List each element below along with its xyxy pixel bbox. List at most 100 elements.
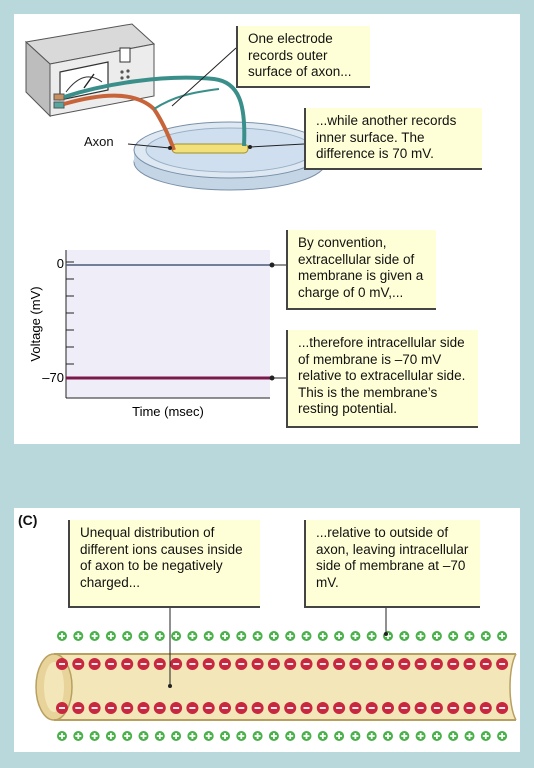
callout-relative-text: ...relative to outside of axon, leaving … [316,525,469,590]
positive-ion [89,631,100,641]
negative-ion [382,658,394,670]
positive-ion [285,631,296,641]
negative-ion [202,702,215,714]
positive-ion [252,731,263,741]
negative-ion [463,658,476,670]
intracellular-negative-ions-top [56,658,509,670]
positive-ion [220,731,230,741]
axon-diagram [35,608,517,741]
negative-ion [284,702,297,714]
negative-ion [300,658,313,670]
positive-ion [383,631,393,641]
intracellular-negative-ions-bottom [56,702,509,714]
outer-electrode-wire [63,75,247,147]
x-axis-label: Time (msec) [132,404,204,419]
voltage-graph: 0 –70 Voltage (mV) Time (msec) [28,250,286,419]
negative-ion [333,658,346,670]
positive-ion [415,731,426,741]
negative-ion [219,702,231,714]
negative-ion [153,702,166,714]
callout-inner-electrode: ...while another records inner surface. … [304,108,482,170]
negative-ion [430,658,443,670]
positive-ion [105,731,116,741]
y-tick-zero: 0 [57,256,64,271]
negative-ion [284,658,297,670]
callout-resting-text: ...therefore intracellular side of membr… [298,335,466,416]
recording-illustration: 0 –70 Voltage (mV) Time (msec) [24,23,327,419]
negative-ion [72,702,85,714]
positive-ion [187,631,198,641]
positive-ion [497,731,508,741]
positive-ion [464,731,475,741]
y-axis-label: Voltage (mV) [28,286,43,361]
negative-ion [496,658,509,670]
negative-ion [496,702,509,714]
panel-charge-distribution: (C) Unequal distribution of different io… [14,508,520,752]
positive-ion [350,731,361,741]
negative-ion [349,702,362,714]
positive-ion [317,631,328,641]
positive-ion [399,631,410,641]
positive-ion [431,631,442,641]
negative-ion [56,702,68,714]
negative-ion [235,658,248,670]
positive-ion [415,631,426,641]
negative-ion [479,702,492,714]
negative-ion [414,702,427,714]
negative-ion [414,658,427,670]
positive-ion [57,731,67,741]
negative-ion [463,702,476,714]
callout-relative-outside: ...relative to outside of axon, leaving … [304,520,480,608]
negative-ion [365,658,378,670]
negative-ion [251,702,264,714]
negative-ion [186,658,199,670]
negative-ion [104,658,117,670]
positive-ion [154,631,165,641]
positive-ion [268,631,279,641]
negative-ion [88,702,101,714]
positive-ion [57,631,67,641]
positive-ion [317,731,328,741]
callout-inner-text: ...while another records inner surface. … [316,113,457,161]
callout-resting-potential: ...therefore intracellular side of membr… [286,330,478,428]
negative-ion [333,702,346,714]
positive-ion [73,731,84,741]
negative-ion [170,702,183,714]
negative-ion [202,658,215,670]
positive-ion [383,731,393,741]
callout-unequal-distribution: Unequal distribution of different ions c… [68,520,260,608]
negative-ion [398,702,411,714]
positive-ion [220,631,230,641]
panel-recording: 0 –70 Voltage (mV) Time (msec) Axon One … [14,14,520,444]
negative-ion [316,658,329,670]
negative-ion [316,702,329,714]
positive-ion [105,631,116,641]
positive-ion [122,631,133,641]
positive-ion [236,631,247,641]
positive-ion [464,631,475,641]
positive-ion [285,731,296,741]
axon-segment [171,143,249,154]
positive-ion [122,731,133,741]
positive-ion [171,731,182,741]
positive-ion [171,631,182,641]
negative-ion [137,658,150,670]
callout-convention: By convention, extracellular side of mem… [286,230,436,310]
negative-ion [365,702,378,714]
positive-ion [448,731,459,741]
positive-ion [154,731,165,741]
negative-ion [56,658,68,670]
negative-ion [72,658,85,670]
positive-ion [203,631,214,641]
negative-ion [398,658,411,670]
positive-ion [334,731,345,741]
negative-ion [170,658,183,670]
positive-ion [187,731,198,741]
positive-ion [138,631,149,641]
negative-ion [349,658,362,670]
negative-ion [300,702,313,714]
positive-ion [431,731,442,741]
positive-ion [301,631,312,641]
callout-outer-text: One electrode records outer surface of a… [248,31,352,79]
positive-ion [334,631,345,641]
